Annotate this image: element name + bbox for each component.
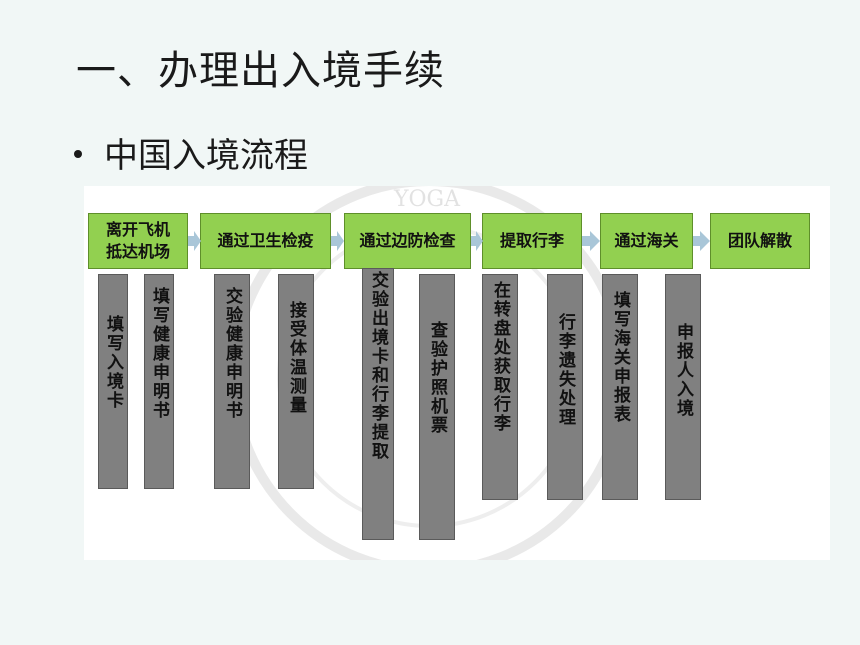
step-health-quarantine: 通过卫生检疫 [200,213,331,269]
watermark-text: YOGA [393,187,461,212]
step-border-check: 通过边防检查 [344,213,471,269]
flow-arrows [188,231,710,251]
bullet-dot [74,149,82,158]
step-leave-plane: 离开飞机 抵达机场 [88,213,188,269]
detail-carousel: 在转盘处获取行李 [482,274,518,500]
detail-check-passport: 查验护照机票 [419,274,455,540]
detail-fill-health-form: 填写健康申明书 [144,274,174,489]
detail-fill-entry-card: 填写入境卡 [98,274,128,489]
bullet-text: 中国入境流程 [104,136,308,176]
detail-lost-baggage: 行李遗失处理 [547,274,583,500]
detail-exit-card: 交验出境卡和行李提取 [362,268,394,540]
detail-temperature: 接受体温测量 [278,274,314,489]
step-group-dismiss: 团队解散 [710,213,810,269]
bullet-item: 中国入境流程 [74,128,308,177]
detail-submit-health-form: 交验健康申明书 [214,274,250,489]
detail-customs-form: 填写海关申报表 [602,274,638,500]
detail-declarant-entry: 申报人入境 [665,274,701,500]
arrow-icons [188,231,710,251]
flow-diagram: YOGA 离开飞机 抵达机场 通过卫生检疫 通过边防检查 提取行李 通过海关 团… [84,186,830,560]
slide-title: 一、办理出入境手续 [76,48,445,94]
step-customs: 通过海关 [600,213,693,269]
